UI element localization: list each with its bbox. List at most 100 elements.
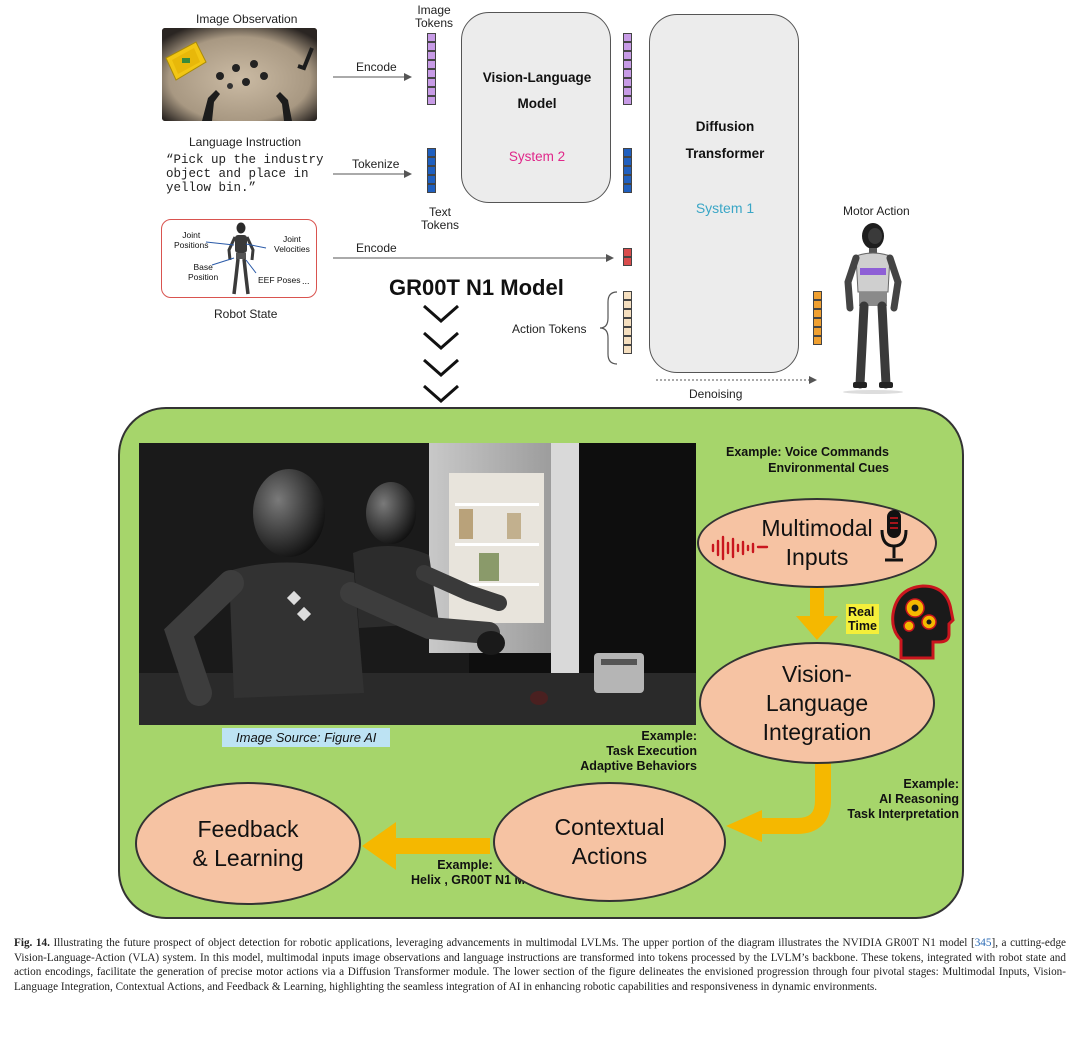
token — [623, 327, 632, 336]
base-position-label: Base Position — [188, 262, 219, 282]
stage-flow-arrows — [362, 588, 838, 870]
microphone-icon — [880, 510, 908, 562]
multimodal-inputs-label: Multimodal Inputs — [761, 515, 873, 570]
robot-state-label: Robot State — [214, 307, 278, 321]
image-observation-label: Image Observation — [196, 12, 298, 26]
state-tokens-column — [623, 248, 632, 266]
contextual-actions-label: Contextual Actions — [554, 814, 665, 869]
token — [427, 51, 436, 60]
token — [623, 184, 632, 193]
humanoid-robot-figure — [843, 223, 903, 394]
language-instruction-label: Language Instruction — [189, 135, 302, 149]
token — [427, 96, 436, 105]
example-ai-reasoning: Example: AI Reasoning Task Interpretatio… — [847, 777, 959, 821]
token — [623, 248, 632, 257]
token — [623, 291, 632, 300]
contextual-actions-stage: Contextual Actions — [493, 782, 726, 902]
token — [813, 336, 822, 345]
image-tokens-out-column — [623, 33, 632, 105]
image-tokens-label: Image Tokens — [415, 3, 454, 30]
dit-title: Diffusion Transformer — [685, 119, 765, 161]
system-1-label: System 1 — [695, 200, 755, 216]
token — [623, 257, 632, 266]
example-voice-commands: Example: Voice Commands Environmental Cu… — [726, 445, 890, 475]
token — [623, 336, 632, 345]
token — [623, 157, 632, 166]
action-tokens-label: Action Tokens — [512, 322, 587, 336]
token — [427, 175, 436, 184]
token — [623, 96, 632, 105]
caption-fig-label: Fig. 14. — [14, 937, 50, 949]
token — [427, 157, 436, 166]
sound-wave-icon — [711, 535, 769, 561]
token — [623, 87, 632, 96]
caption-text-2: ], a cutting-edge Vision-Language-Action… — [14, 937, 1067, 993]
robot-state-box: Joint Positions Joint Velocities Base Po… — [161, 219, 317, 298]
token — [427, 148, 436, 157]
motor-action-label: Motor Action — [843, 204, 910, 218]
vision-language-integration-stage: Vision- Language Integration — [699, 642, 935, 764]
feedback-learning-stage: Feedback & Learning — [135, 782, 361, 905]
token — [813, 291, 822, 300]
token — [813, 300, 822, 309]
token — [623, 166, 632, 175]
token — [813, 327, 822, 336]
vlm-title: Vision-Language Model — [482, 70, 592, 111]
token — [623, 60, 632, 69]
token — [813, 309, 822, 318]
encode-state-label: Encode — [356, 241, 397, 255]
token — [427, 33, 436, 42]
token — [623, 175, 632, 184]
vision-language-model-box: Vision-Language Model System 2 — [461, 12, 611, 203]
vision-language-integration-label: Vision- Language Integration — [762, 660, 872, 745]
tokenize-label: Tokenize — [352, 157, 400, 171]
token — [427, 87, 436, 96]
figure-ai-robots-photo — [139, 443, 696, 725]
action-tokens-column — [623, 291, 632, 354]
joint-velocities-label: Joint Velocities — [274, 234, 310, 254]
token — [623, 42, 632, 51]
text-tokens-column — [427, 148, 436, 193]
caption-text-1: Illustrating the future prospect of obje… — [49, 937, 975, 949]
image-observation-photo — [162, 28, 317, 121]
token — [427, 69, 436, 78]
example-task-execution: Example: Task Execution Adaptive Behavio… — [580, 729, 697, 773]
token — [427, 78, 436, 87]
instruction-text: “Pick up the industry object and place i… — [166, 153, 324, 195]
image-source-label: Image Source: Figure AI — [222, 728, 391, 747]
model-name-title: GR00T N1 Model — [389, 275, 564, 300]
action-tokens-final-column — [813, 291, 822, 345]
token — [623, 318, 632, 327]
system-2-label: System 2 — [508, 149, 566, 164]
denoising-label: Denoising — [689, 387, 743, 401]
token — [623, 345, 632, 354]
token — [427, 166, 436, 175]
robot-state-pointers — [205, 241, 267, 274]
architecture-arrows — [333, 73, 817, 404]
encode-image-label: Encode — [356, 60, 397, 74]
token — [623, 300, 632, 309]
figure-caption: Fig. 14. Illustrating the future prospec… — [14, 936, 1066, 994]
ellipsis-label: ... — [302, 276, 310, 286]
token — [623, 51, 632, 60]
token — [623, 33, 632, 42]
caption-reference-link[interactable]: 345 — [974, 937, 992, 949]
ai-head-gears-icon — [891, 584, 955, 660]
joint-positions-label: Joint Positions — [174, 230, 209, 250]
real-time-label: Real Time — [846, 604, 879, 634]
text-tokens-out-column — [623, 148, 632, 193]
token — [427, 42, 436, 51]
eef-poses-label: EEF Poses — [258, 275, 301, 285]
token — [623, 69, 632, 78]
token — [813, 318, 822, 327]
diffusion-transformer-box: Diffusion Transformer System 1 — [649, 14, 799, 373]
token — [623, 148, 632, 157]
token — [623, 309, 632, 318]
image-tokens-column — [427, 33, 436, 105]
token — [427, 60, 436, 69]
text-tokens-label: Text Tokens — [421, 205, 460, 232]
feedback-learning-label: Feedback & Learning — [192, 815, 304, 871]
token — [623, 78, 632, 87]
robot-state-figure — [227, 222, 255, 295]
token — [427, 184, 436, 193]
